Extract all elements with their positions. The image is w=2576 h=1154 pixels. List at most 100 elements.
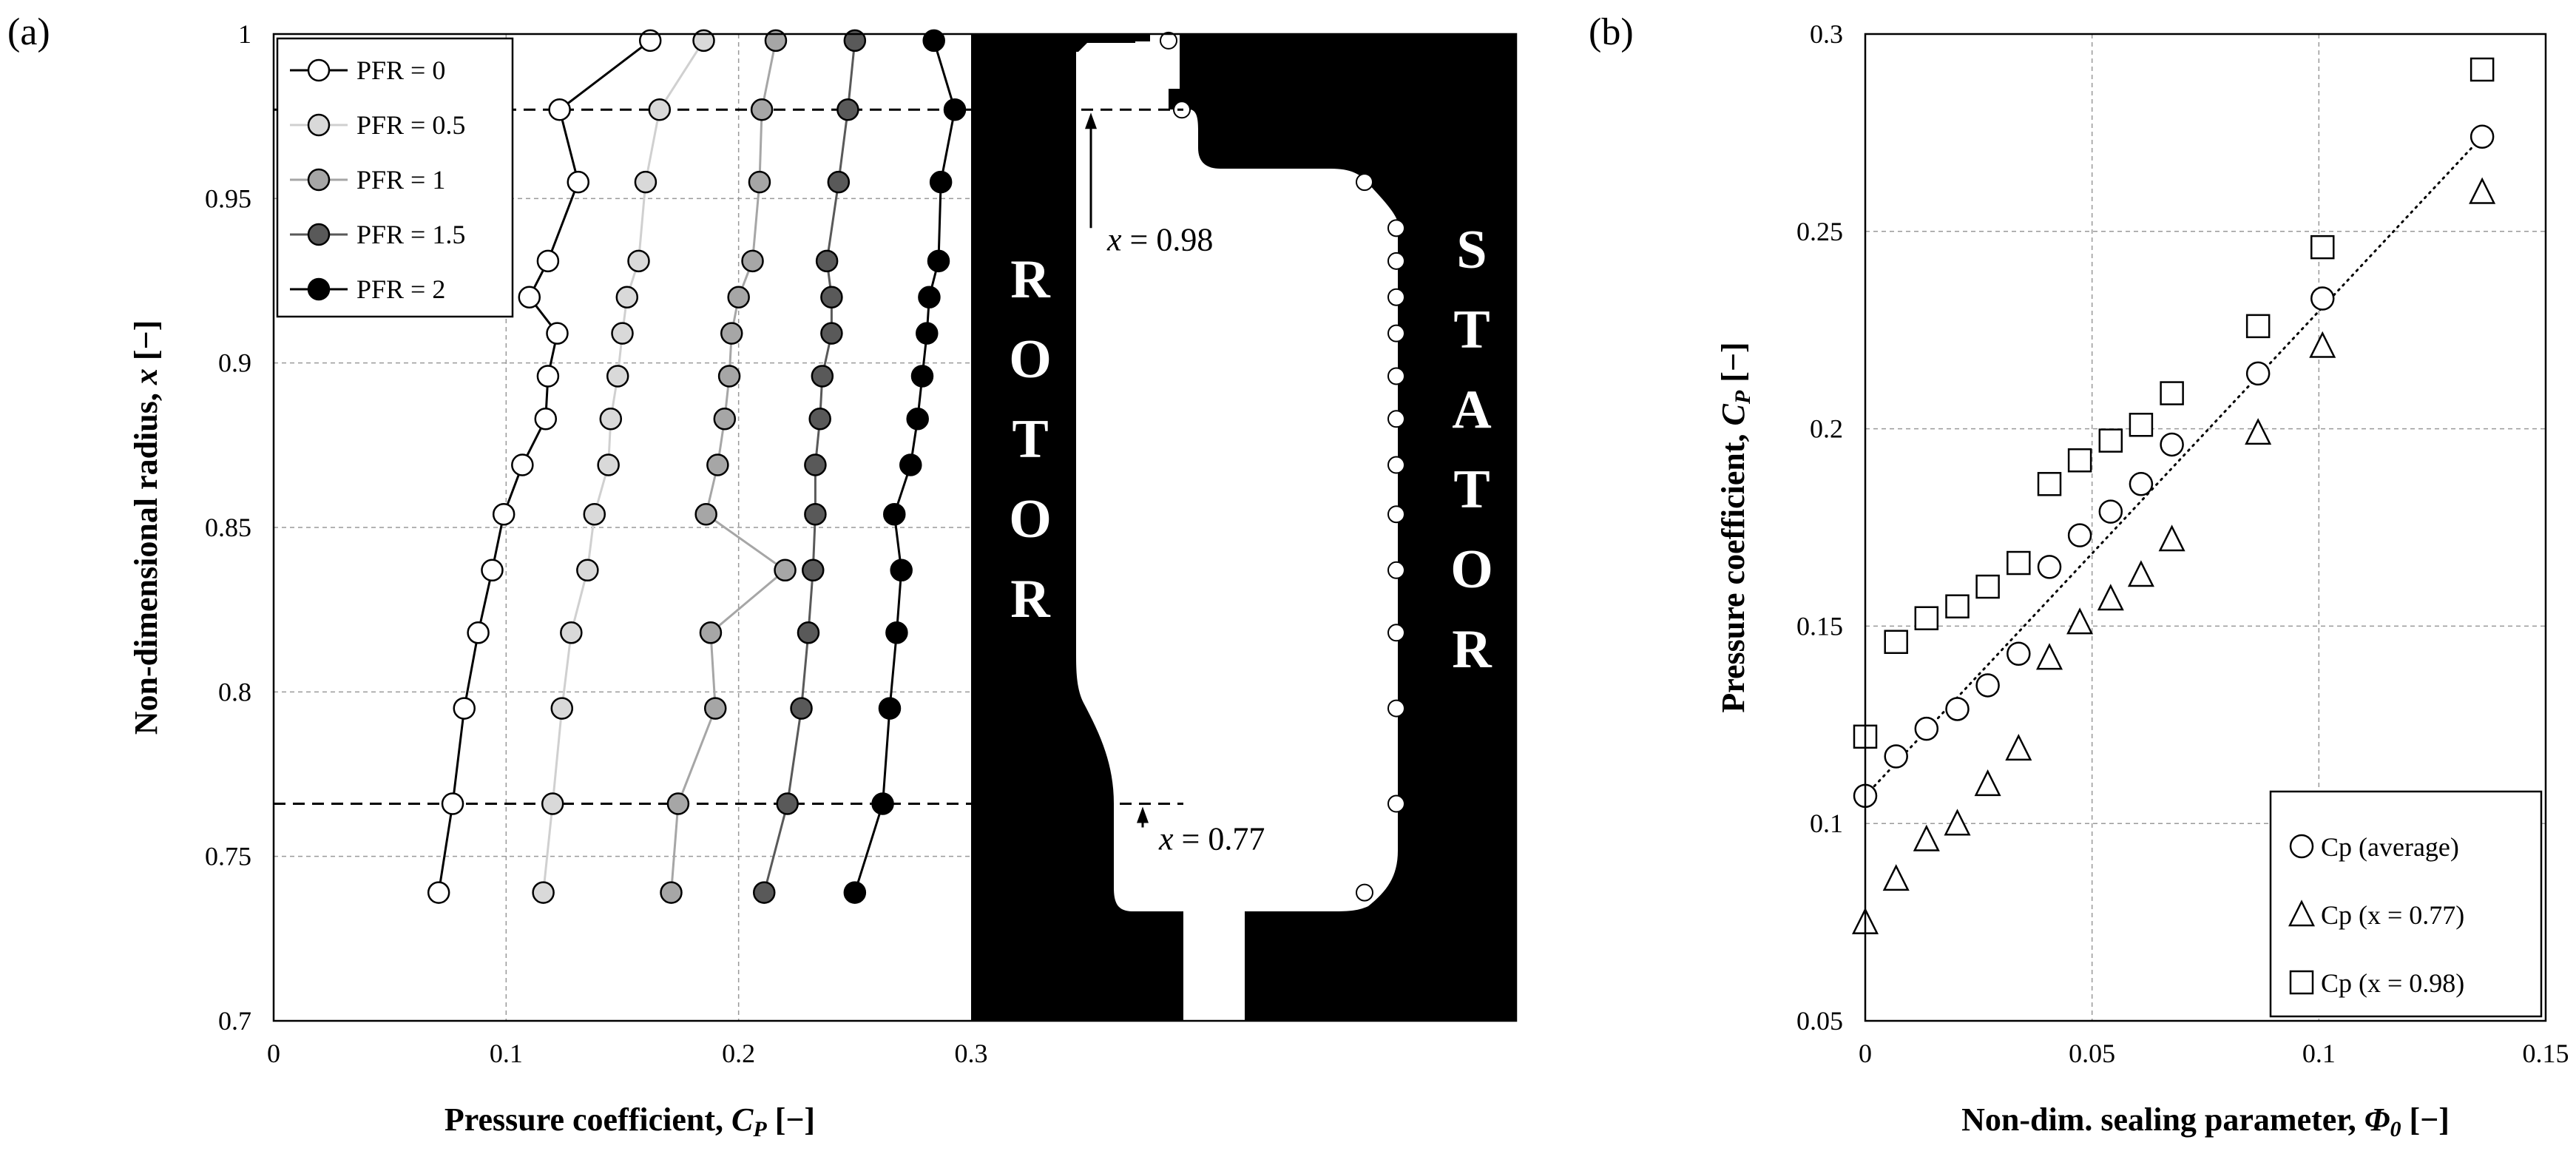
- a-series-0-point-12: [453, 697, 476, 720]
- a-legend-label-3: PFR = 1.5: [356, 220, 465, 249]
- reference-label-symbol-0: x: [1106, 221, 1122, 257]
- b-series-2-point-4: [1975, 574, 2000, 599]
- a-series-4-point-8: [899, 453, 922, 476]
- stator-label-2: A: [1452, 379, 1491, 440]
- a-series-1-point-6: [606, 365, 629, 388]
- b-series-1-point-1: [1882, 864, 1910, 891]
- stator-label-5: R: [1452, 619, 1492, 680]
- b-y-tick-3: 0.2: [1810, 414, 1843, 444]
- b-series-0-point-13: [2469, 124, 2495, 149]
- a-series-3-point-0: [843, 29, 867, 53]
- rotor-label-4: R: [1010, 569, 1051, 630]
- b-legend-label-2: Cp (x = 0.98): [2321, 968, 2464, 998]
- rotor-label-3: O: [1009, 489, 1052, 550]
- a-legend-marker-1: [307, 113, 331, 137]
- b-series-1-point-7: [2066, 607, 2094, 635]
- a-x-axis-label: Pressure coefficient, CP [−]: [444, 1101, 815, 1141]
- stator-label-0: S: [1456, 220, 1487, 280]
- a-series-3-point-8: [804, 453, 827, 476]
- a-series-0-point-13: [441, 792, 464, 815]
- reference-arrow-head-1: [1137, 806, 1149, 823]
- a-series-0-point-11: [467, 621, 490, 644]
- a-y-axis-label: Non-dimensional radius, x [−]: [128, 320, 164, 735]
- b-legend-marker-0: [2289, 834, 2314, 859]
- reference-label-symbol-1: x: [1158, 821, 1174, 857]
- rotor-shroud: [1135, 34, 1150, 41]
- a-series-4-point-5: [916, 322, 939, 345]
- b-series-1-point-9: [2127, 560, 2154, 587]
- b-x-tick-2: 0.1: [2302, 1039, 2336, 1068]
- a-series-1-point-11: [560, 621, 583, 644]
- a-series-4-point-13: [871, 792, 894, 815]
- b-series-0-point-9: [2129, 472, 2154, 496]
- a-series-0-point-7: [534, 408, 558, 431]
- b-y-ticks: 0.050.10.150.20.250.3: [1796, 19, 1843, 1036]
- b-series-1-point-13: [2469, 177, 2496, 204]
- a-y-tick-6: 1: [238, 19, 251, 49]
- pressure-tap-8: [1387, 410, 1405, 428]
- b-series-1-point-2: [1913, 824, 1940, 851]
- a-series-3-point-4: [820, 286, 843, 308]
- b-series-0-point-7: [2067, 523, 2092, 547]
- panel-a-label: (a): [7, 11, 50, 53]
- reference-label-0: x = 0.98: [1106, 221, 1213, 257]
- stator-label-1: T: [1453, 300, 1490, 360]
- b-series-1-point-6: [2035, 643, 2063, 670]
- pressure-tap-2: [1356, 173, 1373, 192]
- pressure-tap-10: [1387, 505, 1405, 524]
- reference-lines: x = 0.98 x = 0.77: [274, 108, 1265, 857]
- a-series-0-point-0: [638, 29, 662, 53]
- reference-arrow-head-0: [1085, 112, 1097, 129]
- a-series-1-point-8: [597, 453, 620, 476]
- a-series-2-point-10: [774, 559, 797, 582]
- b-series-0-point-11: [2245, 361, 2271, 386]
- b-series-1-point-4: [1974, 769, 2001, 797]
- a-y-tick-3: 0.85: [205, 513, 251, 542]
- b-series-2-point-6: [2037, 472, 2062, 496]
- pressure-tap-12: [1387, 624, 1405, 642]
- b-x-tick-3: 0.15: [2523, 1039, 2569, 1068]
- a-series-0-point-5: [546, 322, 569, 345]
- a-series-1-point-4: [615, 286, 639, 308]
- b-series-0-point-12: [2310, 286, 2335, 311]
- a-series-1-point-0: [692, 29, 715, 53]
- a-series-1-point-5: [611, 322, 634, 345]
- a-y-tick-4: 0.9: [218, 348, 251, 378]
- b-series-0-point-10: [2160, 432, 2184, 457]
- b-x-axis-label: Non-dim. sealing parameter, Φ0 [−]: [1961, 1101, 2450, 1141]
- b-series-2-point-3: [1945, 594, 1970, 618]
- b-series-1-point-10: [2158, 524, 2185, 552]
- a-series-1-point-13: [541, 792, 564, 815]
- b-series-2-point-11: [2245, 314, 2271, 339]
- a-series-1-point-7: [599, 408, 623, 431]
- a-series-1-point-2: [634, 170, 657, 194]
- stator-label-4: O: [1450, 539, 1493, 600]
- b-series-2-point-1: [1884, 630, 1908, 654]
- pressure-tap-3: [1387, 219, 1405, 237]
- a-series-2-point-2: [748, 170, 771, 194]
- b-series-0-point-5: [2007, 641, 2031, 667]
- a-y-tick-0: 0.7: [218, 1006, 251, 1036]
- pressure-tap-13: [1387, 699, 1405, 718]
- pressure-tap-14: [1387, 794, 1405, 813]
- reference-label-1: x = 0.77: [1158, 821, 1265, 857]
- a-series-4-point-11: [885, 621, 908, 644]
- pressure-tap-0: [1160, 31, 1177, 50]
- a-series-3-point-7: [808, 408, 831, 431]
- a-series-4-point-4: [918, 286, 941, 308]
- b-legend-box: [2269, 790, 2543, 1018]
- a-series-1-point-9: [583, 502, 606, 526]
- b-series-2-point-12: [2310, 234, 2335, 260]
- panel-b-label: (b): [1589, 11, 1634, 53]
- b-series-0-point-3: [1945, 697, 1970, 721]
- rotor-disc: [1076, 34, 1183, 1021]
- a-legend-label-2: PFR = 1: [356, 165, 445, 195]
- a-series-1-point-12: [550, 697, 574, 720]
- b-plot-frame: [1864, 33, 2547, 1022]
- b-y-tick-0: 0.05: [1796, 1006, 1843, 1036]
- a-series-2-point-12: [703, 697, 727, 720]
- b-y-tick-1: 0.1: [1810, 809, 1843, 838]
